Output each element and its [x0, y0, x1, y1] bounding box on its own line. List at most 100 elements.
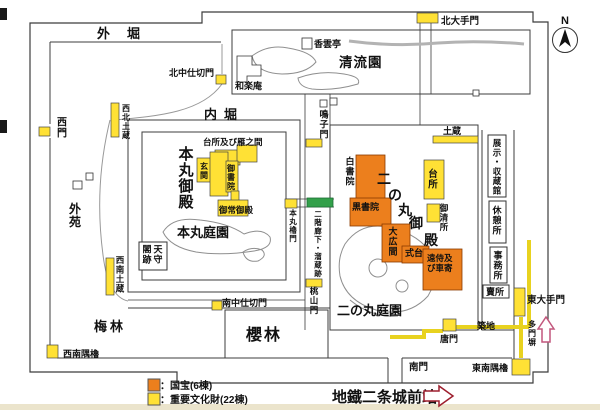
exhibition-hall-box [487, 134, 507, 198]
tenshukaku-ruins-box [138, 241, 168, 271]
northwest-storehouse [110, 102, 120, 138]
honmaru-palace-central-block [209, 151, 229, 197]
label-outer-moat: 外堀 [96, 26, 157, 41]
honmaru-palace-gojo-block [217, 199, 249, 217]
south-partition-gate-marker [211, 300, 223, 311]
naruko-square-2 [329, 97, 338, 106]
station-label: 地鐡二条城前站 [332, 388, 437, 406]
legend-label-national-treasure: ：国宝(6棟) [160, 379, 212, 392]
label-office: 事務所 [493, 250, 503, 281]
outer-garden-square-2 [72, 180, 83, 190]
outer-garden-square [85, 172, 94, 181]
label-corridor-ruins: 二階廊下・溜蔵跡 [314, 209, 322, 278]
northwest-road [99, 44, 223, 302]
label-shop: 賣所 [485, 286, 504, 297]
kara-gate [442, 318, 457, 332]
label-momoyama-gate: 桃山門 [310, 286, 319, 315]
label-shikidai: 式台 [405, 247, 423, 258]
seiryuen-pond [251, 46, 317, 75]
ohiroma-building [381, 223, 411, 263]
label-east-ote-gate: 東大手門 [526, 294, 565, 306]
label-kuro-shoin: 黒書院 [352, 201, 379, 212]
label-kitchen-wing: 台所及び雁之間 [203, 137, 263, 147]
label-tenshu-right: 天守 [153, 245, 163, 265]
label-ninomaru-palace-char-5: 殿 [423, 232, 439, 248]
outer-moat-inner-edge [49, 41, 221, 359]
office-box [489, 246, 508, 284]
label-cherry-grove: 櫻林 [245, 325, 282, 344]
south-wall [176, 357, 512, 383]
label-daidokoro: 台所 [428, 168, 438, 191]
north-ote-gate [416, 12, 439, 24]
naruko-gate-marker [305, 138, 323, 148]
momoyama-gate-marker [305, 278, 323, 288]
label-ohiroma: 大広間 [388, 226, 397, 257]
label-honmaru-yagura-gate: 本丸櫓門 [288, 207, 297, 243]
label-tozamurai: 遠侍及び車寄 [427, 253, 453, 273]
ninomaru-okiyodokoro [426, 203, 441, 223]
label-north-partition-gate: 北中仕切門 [169, 67, 214, 78]
label-inner-moat: 内堀 [204, 107, 244, 122]
label-okiyodokoro: 御清所 [439, 203, 449, 232]
compass-north-label: N [561, 15, 569, 27]
label-tamon-wall: 多門塀 [528, 319, 536, 347]
east-gate-entrance-arrow [536, 315, 556, 343]
label-kountei: 香雲亭 [313, 38, 341, 49]
label-genkan: 玄関 [200, 161, 208, 180]
label-south-gate: 南門 [409, 361, 428, 373]
east-small-square [472, 89, 480, 97]
kountei-building [301, 37, 313, 50]
southeast-corner-turret [511, 358, 531, 376]
label-naruko-gate: 鳴子門 [319, 109, 328, 140]
label-southwest-storehouse: 西南土蔵 [116, 255, 125, 294]
west-gate-marker [38, 126, 51, 137]
tsukiji-wall-east [456, 240, 531, 329]
legend-label-important-cultural: ：重要文化財(22棟) [160, 393, 248, 406]
corridor-ruins-marker [306, 197, 334, 208]
ninomaru-enclosure [329, 124, 479, 331]
east-ote-gate [513, 287, 526, 317]
shop-box [482, 284, 510, 299]
label-plum-grove: 梅林 [94, 319, 126, 334]
ninomaru-garden-island-2 [395, 279, 409, 293]
north-gate-road [419, 23, 432, 125]
honmaru-moat-inner [141, 131, 287, 281]
label-warakuan: 和楽庵 [234, 80, 263, 91]
ninomaru-daidokoro [423, 159, 445, 200]
label-goshoin: 御書院 [226, 163, 235, 191]
label-tsukiji: 築地 [476, 320, 495, 331]
label-ninomaru-palace-char-2: の [388, 187, 402, 203]
label-ninomaru-palace-char-4: 御 [408, 215, 423, 231]
label-shiro-shoin: 白書院 [345, 156, 354, 187]
label-honmaru-garden: 本丸庭園 [177, 225, 229, 240]
compass-needle-icon [559, 29, 571, 47]
east-area-walls [481, 130, 515, 372]
naruko-square [319, 99, 328, 108]
ninomaru-garden-edge [349, 299, 399, 317]
map-edge-tab-top [0, 8, 7, 20]
label-kara-gate: 唐門 [440, 333, 458, 344]
seiryuen-pond-2 [297, 72, 360, 90]
rest-area-box [488, 200, 507, 244]
north-storehouse-bar [432, 135, 479, 144]
label-rest-area: 休憩所 [491, 205, 502, 236]
tsukiji-wall-west [390, 329, 443, 339]
label-north-ote-gate: 北大手門 [441, 15, 479, 27]
label-south-partition-gate: 南中仕切門 [222, 297, 267, 308]
label-seiryuen: 清流園 [339, 54, 383, 70]
page-footer-strip [0, 404, 600, 410]
map-edge-tab-west [0, 120, 7, 133]
north-partition-gate-marker [215, 74, 227, 85]
legend-swatch-national-treasure [147, 378, 161, 392]
label-honmaru-palace: 本丸御殿 [177, 145, 194, 211]
label-gojo-goten: 御常御殿 [218, 205, 254, 215]
honmaru-moat-outer [127, 119, 301, 293]
honmaru-yagura-gate [284, 198, 298, 209]
legend-swatch-important-cultural [147, 392, 161, 406]
label-exhibition-hall: 展示・収蔵館 [492, 138, 502, 196]
southwest-corner-turret [46, 344, 59, 359]
label-outer-garden: 外苑 [69, 201, 81, 229]
tozamurai-building [422, 248, 463, 291]
kuro-shoin-building [349, 197, 392, 227]
